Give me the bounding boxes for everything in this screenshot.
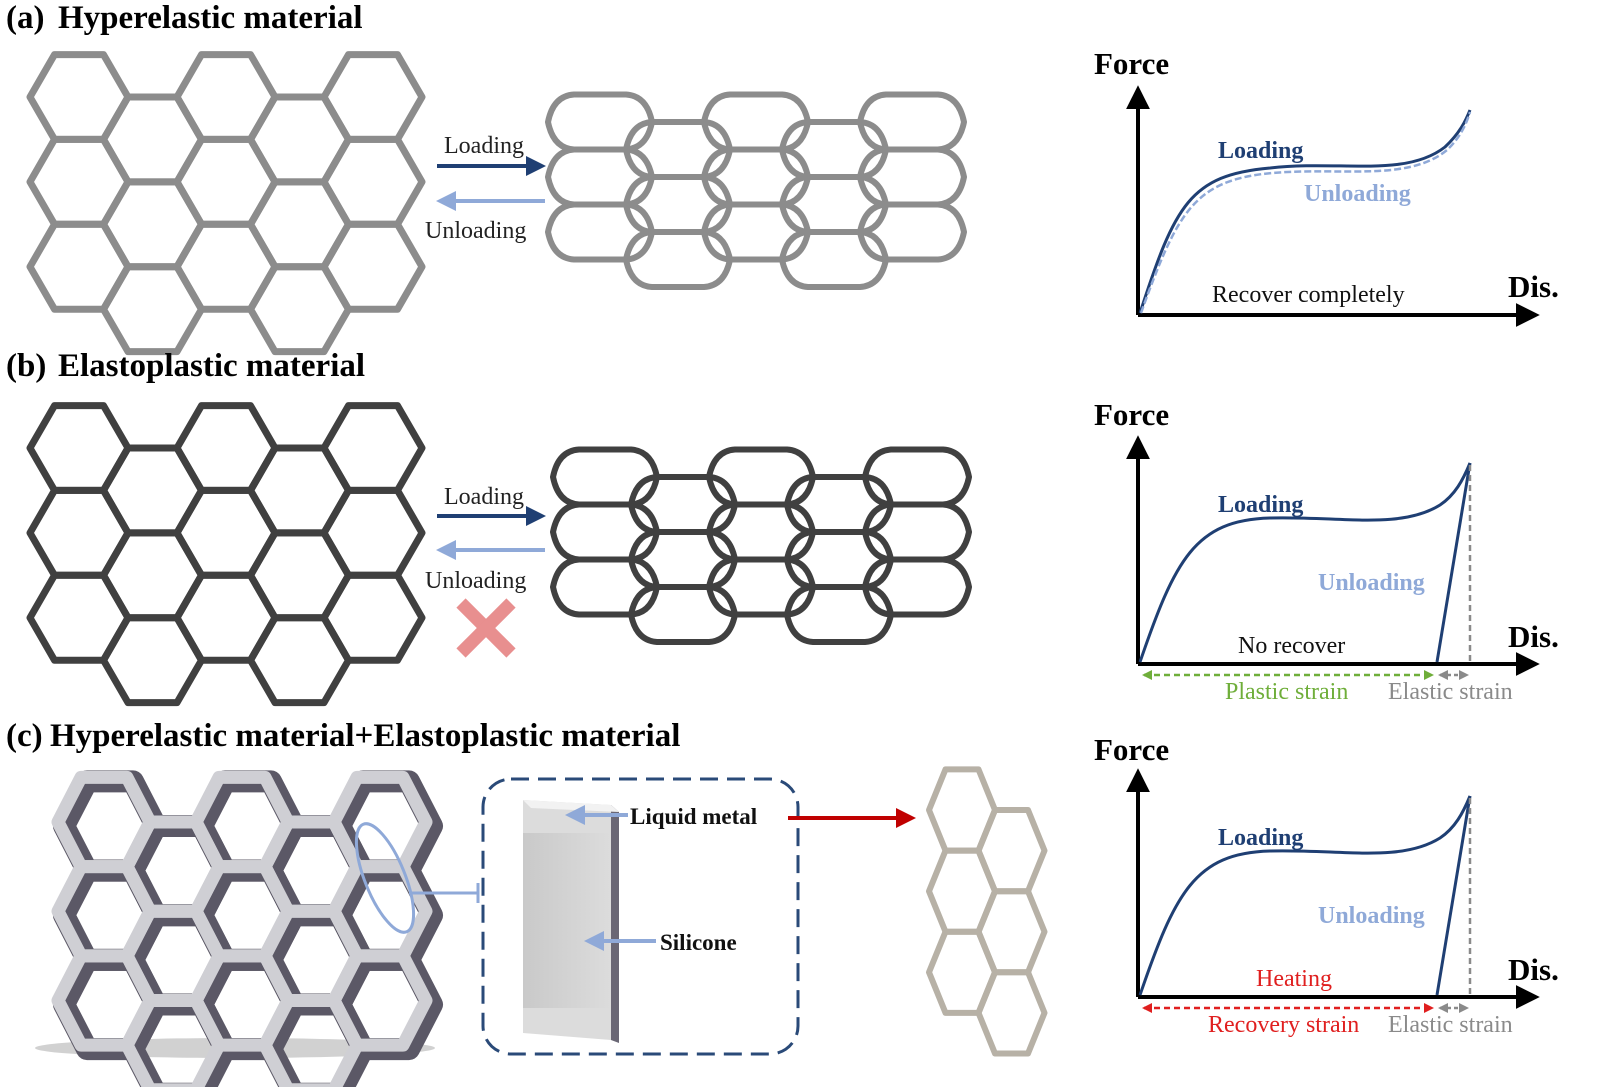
panel-b-title: Elastoplastic material [58, 348, 365, 384]
elastoplastic-lattice-deformed [550, 446, 972, 645]
loading-curve [1138, 795, 1472, 996]
hex-cell [320, 51, 426, 143]
unloading-arrow-label: Unloading [425, 568, 526, 594]
cross-icon [456, 598, 516, 658]
unloading-curve-label: Unloading [1304, 181, 1411, 207]
x-axis-label: Dis. [1508, 619, 1559, 654]
deformed-cell [862, 556, 972, 618]
elastic-strain-label: Elastic strain [1388, 1012, 1513, 1038]
unloading-curve-label: Unloading [1318, 570, 1425, 596]
force-displacement-chart-b: Force Dis. Loading Unloading No recover … [1094, 397, 1559, 705]
deformed-cell [779, 174, 889, 235]
unloading-line [1435, 462, 1472, 663]
unloading-curve-label: Unloading [1318, 903, 1425, 929]
deformed-cell [706, 501, 816, 563]
loading-curve [1138, 462, 1472, 663]
deformed-cell [623, 119, 733, 180]
deformed-cell [784, 584, 894, 645]
unloading-curve [1139, 111, 1472, 314]
zoom-box-border [481, 777, 800, 1056]
silicone-core [523, 833, 611, 1008]
panel-c-label: (c) [6, 718, 43, 754]
magnified-region-ellipse [354, 822, 416, 934]
plastic-strain-label: Plastic strain [1225, 679, 1348, 705]
loading-curve-label: Loading [1218, 138, 1303, 164]
deformed-cell [862, 501, 972, 563]
deformed-cell [779, 229, 889, 290]
elastoplastic-lattice-undeformed [26, 402, 426, 707]
loading-curve [1138, 109, 1472, 314]
silicone-label: Silicone [660, 930, 737, 955]
loading-curve-label: Loading [1218, 825, 1303, 851]
no-recover-label: No recover [1238, 633, 1345, 659]
unloading-arrow-label: Unloading [425, 218, 526, 244]
deformed-cell [779, 119, 889, 180]
deformed-cell [628, 584, 738, 645]
deformed-cell [701, 201, 811, 263]
printed-prototype-lattice [926, 766, 1048, 1057]
loading-arrow-label: Loading [444, 484, 524, 510]
prototype-cell [975, 888, 1048, 976]
panel-a-label: (a) [6, 0, 44, 36]
x-axis-label: Dis. [1508, 269, 1559, 304]
deformed-cell [623, 229, 733, 290]
hex-cell [320, 135, 426, 228]
elastic-strain-label: Elastic strain [1388, 679, 1513, 705]
strut-cell [327, 949, 433, 1052]
x-axis-label: Dis. [1508, 952, 1559, 987]
strut-cross-section-zoom: Liquid metal Silicone [481, 777, 800, 1056]
liquid-metal-label: Liquid metal [630, 804, 757, 829]
panel-b: (b) Elastoplastic material Loading Unloa… [6, 348, 1559, 707]
deformed-cell [545, 146, 655, 208]
loading-curve-label: Loading [1218, 492, 1303, 518]
recovery-strain-label: Recovery strain [1208, 1012, 1359, 1038]
hex-cell [320, 402, 426, 494]
panel-a: (a) Hyperelastic material Loading Unload… [6, 0, 1559, 356]
deformed-cell [706, 446, 816, 508]
deformed-cell [550, 501, 660, 563]
y-axis-label: Force [1094, 732, 1169, 767]
deformed-cell [701, 146, 811, 208]
deformed-cell [706, 556, 816, 618]
hex-cell [320, 571, 426, 664]
recover-completely-label: Recover completely [1212, 282, 1405, 308]
heating-label: Heating [1256, 966, 1332, 992]
deformed-cell [623, 174, 733, 235]
unloading-line [1435, 795, 1472, 996]
deformed-cell [857, 146, 967, 208]
strut-side [611, 805, 619, 1043]
deformed-cell [857, 91, 967, 153]
panel-c: (c) Hyperelastic material+Elastoplastic … [6, 718, 1559, 1087]
prototype-cell [975, 807, 1048, 895]
hyperelastic-lattice-deformed [545, 91, 967, 290]
deformed-cell [550, 556, 660, 618]
deformed-cell [550, 446, 660, 508]
loading-arrow-label: Loading [444, 133, 524, 159]
deformed-cell [628, 474, 738, 535]
deformed-cell [545, 201, 655, 263]
deformed-cell [701, 91, 811, 153]
force-displacement-chart-a: Force Dis. Loading Unloading Recover com… [1094, 46, 1559, 327]
deformed-cell [784, 529, 894, 590]
panel-b-label: (b) [6, 348, 46, 384]
prototype-cell [975, 969, 1048, 1057]
hyperelastic-lattice-undeformed [26, 51, 426, 356]
deformed-cell [784, 474, 894, 535]
panel-a-title: Hyperelastic material [58, 0, 363, 36]
3d-composite-lattice [35, 770, 480, 1087]
deformed-cell [862, 446, 972, 508]
hex-cell [320, 220, 426, 313]
panel-c-title: Hyperelastic material+Elastoplastic mate… [50, 718, 680, 754]
force-displacement-chart-c: Force Dis. Loading Unloading Heating Rec… [1094, 732, 1559, 1038]
y-axis-label: Force [1094, 397, 1169, 432]
hex-cell [320, 486, 426, 579]
deformed-cell [857, 201, 967, 263]
deformed-cell [545, 91, 655, 153]
deformed-cell [628, 529, 738, 590]
y-axis-label: Force [1094, 46, 1169, 81]
